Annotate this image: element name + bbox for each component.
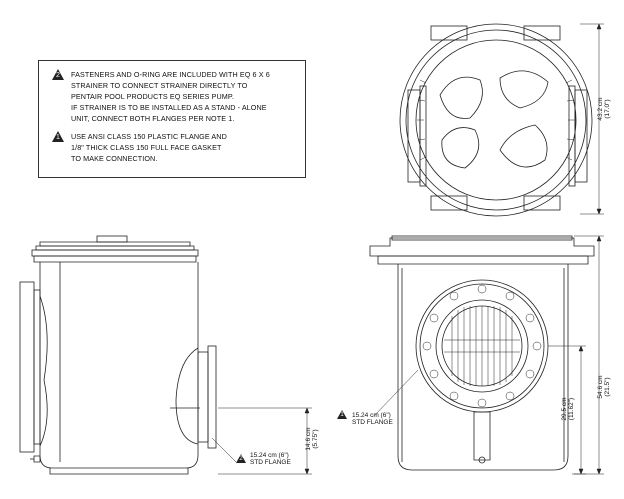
- front-flange-leader: [373, 369, 419, 417]
- dim-height-inlet-label: 29.5 cm (11.62"): [561, 389, 575, 429]
- side-flange-note-number: 2: [239, 456, 243, 462]
- dim-height-flange-in: (5.75"): [312, 429, 319, 449]
- front-flange-note-icon: 1: [337, 410, 347, 419]
- note-line: 1/8" THICK CLASS 150 FULL FACE GASKET: [71, 143, 222, 152]
- note-line: TO MAKE CONNECTION.: [71, 154, 158, 163]
- side-flange-size: 15.24 cm (6"): [250, 452, 289, 459]
- dim-height-flange-cm: 14.6 cm: [305, 427, 312, 451]
- dim-width-top-label: 43.2 cm (17.0"): [597, 89, 611, 129]
- side-view: [19, 235, 217, 475]
- dim-height-flange-label: 14.6 cm (5.75"): [305, 419, 319, 459]
- side-flange-note-icon: 2: [236, 454, 246, 463]
- front-flange-type: STD FLANGE: [352, 419, 393, 426]
- dim-height-inlet: [548, 345, 586, 475]
- dim-height-inlet-cm: 29.5 cm: [561, 397, 568, 421]
- front-flange-label: 15.24 cm (6") STD FLANGE: [352, 412, 393, 426]
- dim-height-total-cm: 54.6 cm: [597, 375, 604, 399]
- note-number: 2: [56, 72, 60, 79]
- note-line: STRAINER TO CONNECT STRAINER DIRECTLY TO: [71, 81, 248, 90]
- note-number: 1: [56, 134, 60, 141]
- dim-height-inlet-in: (11.62"): [568, 397, 575, 421]
- note-line: USE ANSI CLASS 150 PLASTIC FLANGE AND: [71, 132, 227, 141]
- dim-width-top: [580, 23, 604, 215]
- dim-width-top-in: (17.0"): [604, 99, 611, 119]
- note-line: FASTENERS AND O-RING ARE INCLUDED WITH E…: [71, 70, 270, 79]
- note-line: PENTAIR POOL PRODUCTS EQ SERIES PUMP.: [71, 92, 234, 101]
- dim-height-flange: [211, 407, 312, 475]
- top-view: [399, 23, 593, 217]
- front-flange-size: 15.24 cm (6"): [352, 412, 391, 419]
- front-view: [369, 235, 595, 471]
- dim-width-top-cm: 43.2 cm: [597, 97, 604, 121]
- side-flange-type: STD FLANGE: [250, 459, 291, 466]
- note-triangle-icon: 1: [52, 131, 64, 142]
- note-line: UNIT, CONNECT BOTH FLANGES PER NOTE 1.: [71, 114, 235, 123]
- dim-height-total-label: 54.6 cm (21.5"): [597, 367, 611, 407]
- side-flange-label: 15.24 cm (6") STD FLANGE: [250, 452, 291, 466]
- note-line: IF STRAINER IS TO BE INSTALLED AS A STAN…: [71, 103, 267, 112]
- dim-height-total: [574, 235, 604, 475]
- dim-height-total-in: (21.5"): [604, 377, 611, 397]
- notes-box: 2 FASTENERS AND O-RING ARE INCLUDED WITH…: [38, 60, 306, 178]
- note-triangle-icon: 2: [52, 69, 64, 80]
- front-flange-note-number: 1: [340, 412, 344, 418]
